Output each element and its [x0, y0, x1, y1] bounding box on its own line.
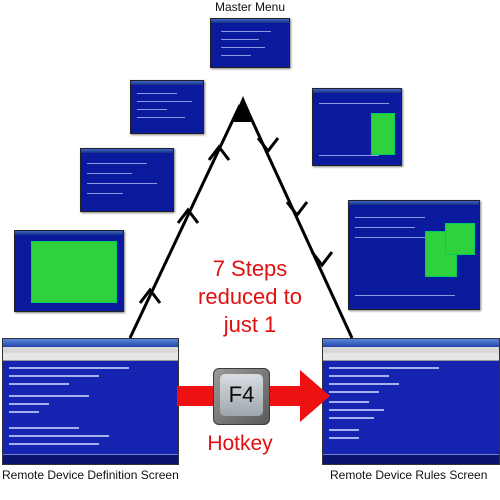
step-screen-left-2 — [80, 148, 174, 212]
step-screen-right-2 — [348, 200, 480, 310]
left-chevron-3 — [207, 144, 231, 161]
green-side-panel — [371, 113, 395, 155]
left-leg-line — [128, 104, 242, 339]
step-screen-left-3 — [14, 230, 124, 312]
steps-reduced-text: 7 Steps reduced to just 1 — [160, 255, 340, 339]
remote-device-definition-screen — [2, 338, 179, 465]
remote-device-rules-screen — [322, 338, 500, 465]
right-chevron-2 — [285, 201, 309, 218]
right-chevron-3 — [310, 251, 334, 268]
master-menu-screen — [210, 18, 290, 68]
steps-line-1: 7 Steps — [212, 256, 288, 281]
master-menu-caption: Master Menu — [214, 0, 286, 14]
left-chevron-1 — [138, 287, 162, 304]
steps-line-2: reduced to — [198, 284, 302, 309]
f4-keycap-icon: F4 — [213, 368, 270, 425]
step-screen-left-1 — [130, 80, 204, 134]
left-chevron-2 — [176, 207, 200, 224]
remote-device-rules-caption: Remote Device Rules Screen — [330, 468, 488, 482]
f4-key-label: F4 — [220, 374, 263, 416]
step-screen-right-1 — [312, 88, 402, 166]
steps-line-3: just 1 — [223, 312, 277, 337]
apex-arrowhead — [232, 96, 254, 122]
green-dialog-panel — [31, 241, 117, 303]
hotkey-label: Hotkey — [207, 432, 273, 455]
right-chevron-1 — [256, 137, 280, 154]
remote-device-definition-caption: Remote Device Definition Screen — [2, 468, 179, 482]
green-popup-panel-2 — [445, 223, 475, 255]
